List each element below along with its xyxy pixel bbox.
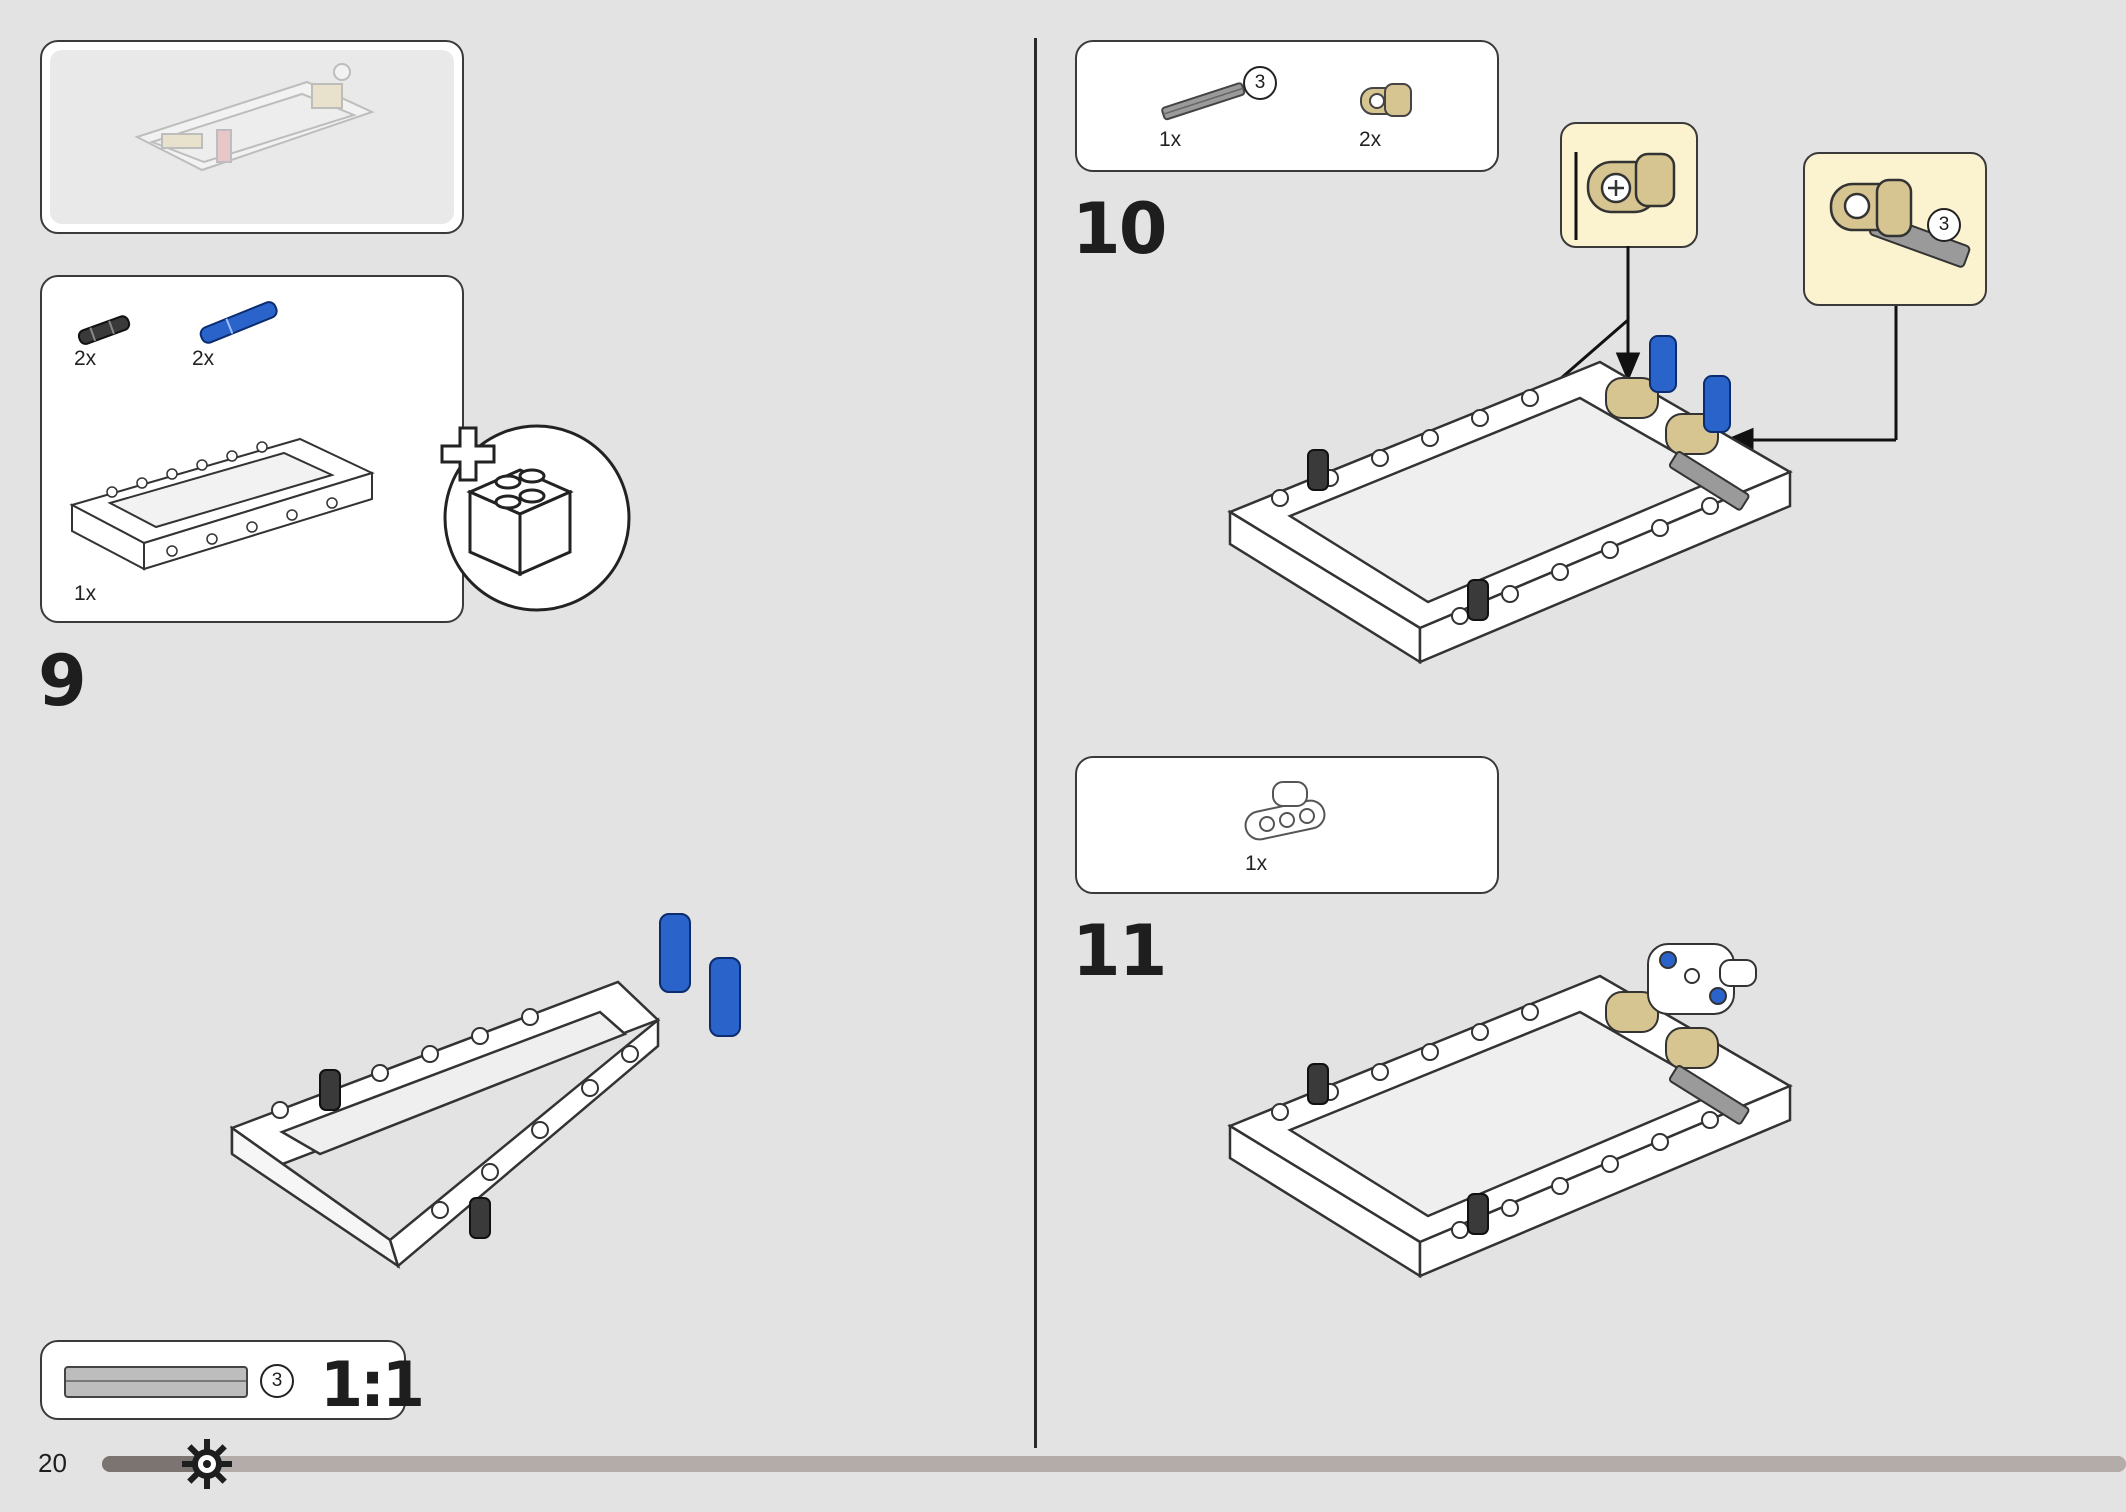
part-qty-tan-connector: 2x [1359,128,1382,151]
preview-inner [50,50,454,224]
part-qty-black-pin: 2x [74,347,97,370]
step-number-9: 9 [38,640,87,722]
gray-axle-part [1161,82,1246,121]
axle-length-badge-step-10: 3 [1243,66,1277,100]
step-10-parts-box: 3 1x 2x [1075,40,1499,172]
previous-step-preview [40,40,464,234]
progress-fill [102,1456,200,1472]
blue-long-pin-part [199,301,278,344]
callout-connector-with-axle: 3 [1803,152,1987,306]
step-number-10: 10 [1072,188,1167,270]
part-qty-axle: 1x [1159,128,1182,151]
white-beam-part [1244,781,1326,841]
progress-gear-icon [182,1439,232,1489]
progress-bar [102,1456,2126,1472]
axle-ruler [64,1366,248,1398]
scale-box: 3 1:1 [40,1340,425,1421]
step-9-parts-box: 2x 2x 1x [40,275,464,623]
preview-model-illustration [134,63,375,172]
part-qty-frame: 1x [74,582,97,605]
add-brick-icon [440,424,631,612]
frame-part [69,437,375,571]
step-10-frame [1227,335,1793,665]
step-11-model [1227,943,1793,1279]
scale-ratio: 1:1 [320,1348,425,1421]
black-pin-part [77,315,131,345]
page-number: 20 [38,1448,67,1478]
tan-connector-callout-illustration [1586,152,1676,214]
axle-length-badge: 3 [260,1364,294,1398]
step-number-11: 11 [1072,910,1167,992]
step-9-model [229,913,741,1270]
page-divider [1034,38,1037,1448]
callout-connector [1560,122,1698,248]
connector-axle-callout-illustration [1829,178,1971,268]
step-11-parts-box: 1x [1075,756,1499,894]
tan-connector-part [1360,83,1412,117]
part-qty-white-beam: 1x [1245,852,1268,875]
part-qty-blue-pin: 2x [192,347,215,370]
axle-length-badge-callout: 3 [1927,208,1961,242]
